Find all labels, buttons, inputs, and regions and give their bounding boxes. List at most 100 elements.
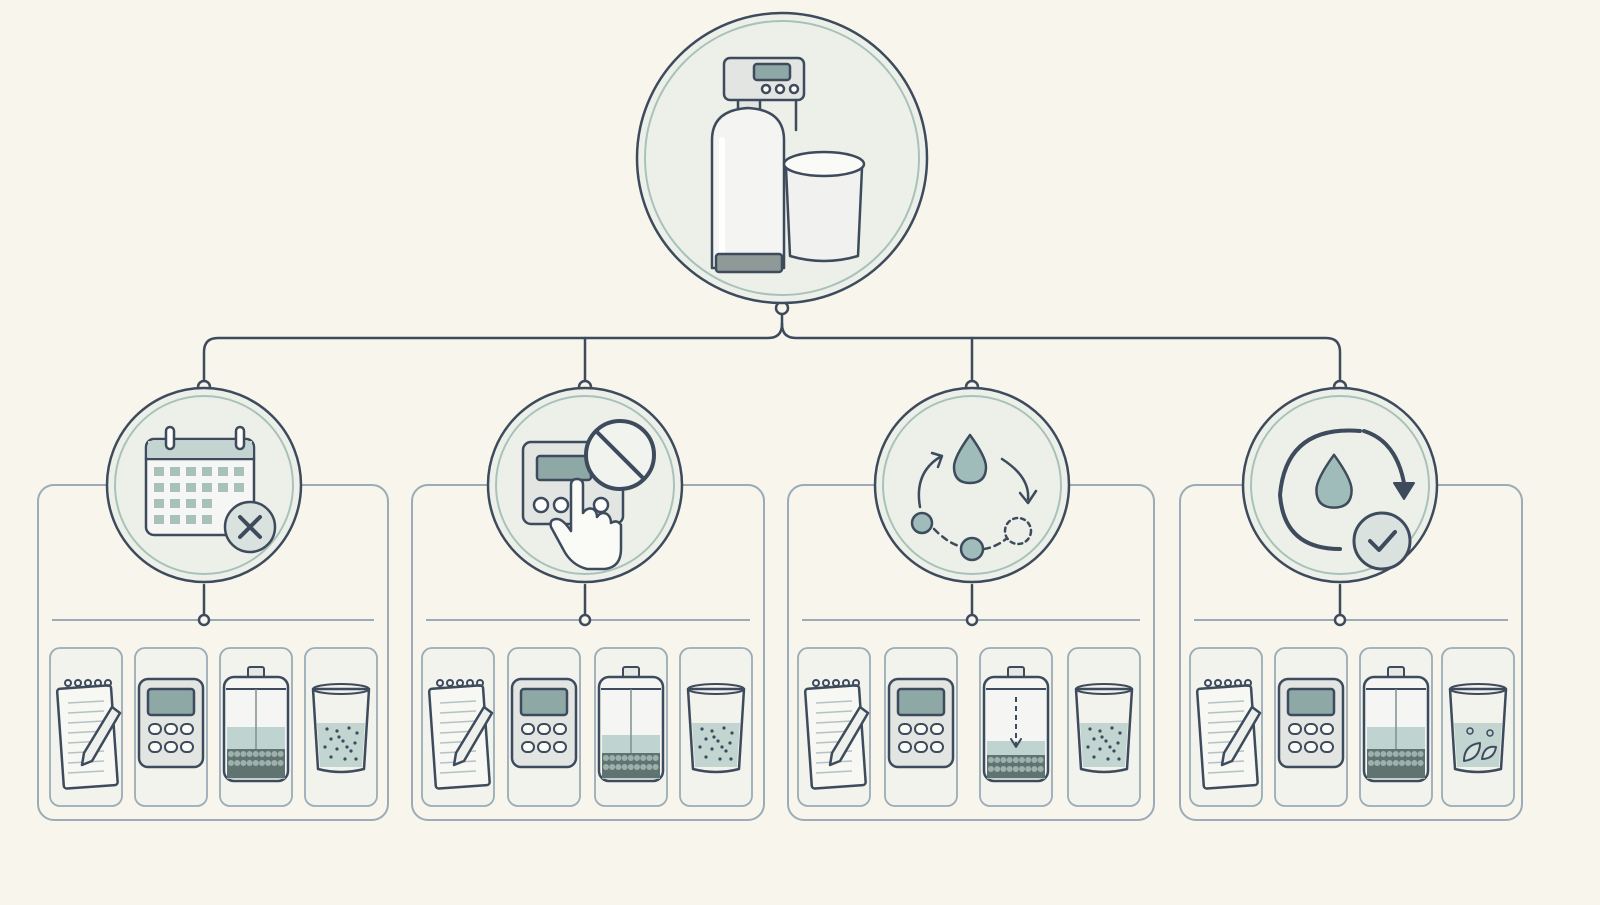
- particle: [718, 757, 722, 761]
- regeneration-cycle-icon: [910, 433, 1038, 562]
- notepad-line: [1207, 770, 1245, 774]
- resin-bead: [1037, 757, 1044, 763]
- spiral-ring: [1224, 679, 1232, 687]
- controller-button: [164, 723, 178, 735]
- branch-circle-manual-stop: [486, 386, 684, 584]
- particle: [1098, 729, 1102, 733]
- resin-bead: [609, 755, 616, 761]
- control-panel-icon: [137, 677, 205, 769]
- branch-circle-calendar: [105, 386, 303, 584]
- particle: [345, 745, 349, 749]
- resin-bead: [988, 766, 994, 772]
- card-resin-tank: [594, 647, 668, 807]
- resin-bead: [646, 755, 653, 761]
- card-row-manual-stop: [421, 647, 753, 807]
- controller-button: [148, 741, 162, 753]
- resin-bead: [271, 760, 278, 766]
- resin-bead: [1417, 751, 1424, 757]
- glass-outline: [1074, 687, 1134, 774]
- manual-override-prohibited-icon: [521, 419, 656, 571]
- particle: [1086, 745, 1090, 749]
- glass-rim: [312, 683, 370, 695]
- spiral-ring: [1204, 679, 1212, 687]
- control-knob: [774, 83, 786, 95]
- water-glass-icon: [686, 683, 746, 774]
- controller-button: [164, 741, 178, 753]
- particle: [349, 749, 353, 753]
- resin-bead: [1000, 766, 1007, 772]
- resin-bead: [1417, 760, 1424, 766]
- resin-bead: [627, 764, 634, 770]
- card-water-glass: [304, 647, 378, 807]
- controller-button: [1288, 723, 1302, 735]
- controller-button: [180, 741, 194, 753]
- particle: [1110, 726, 1114, 730]
- controller-button: [148, 723, 162, 735]
- particle: [354, 757, 358, 761]
- brine-lid: [782, 150, 866, 178]
- resin-bead: [1031, 757, 1038, 763]
- resin-bead: [1012, 757, 1019, 763]
- calendar-day: [154, 467, 164, 476]
- particle: [729, 757, 733, 761]
- calendar-day: [186, 515, 196, 524]
- particle: [1108, 745, 1112, 749]
- spiral-ring: [1234, 679, 1242, 687]
- resin-bead: [621, 755, 628, 761]
- resin-bead: [1380, 751, 1387, 757]
- resin-bead: [1000, 757, 1007, 763]
- spiral-ring: [64, 679, 72, 687]
- resin-bead: [640, 755, 647, 761]
- resin-bead: [1012, 766, 1019, 772]
- spiral-ring: [94, 679, 102, 687]
- particle: [730, 731, 734, 735]
- resin-bead: [1405, 751, 1412, 757]
- card-resin-tank: [1359, 647, 1433, 807]
- particle: [341, 739, 345, 743]
- particle: [1118, 731, 1122, 735]
- divider-node-dot: [578, 613, 592, 627]
- notepad-line: [1207, 710, 1245, 714]
- calendar-ring: [164, 425, 176, 451]
- resin-bead: [627, 755, 634, 761]
- card-control-panel: [507, 647, 581, 807]
- card-notepad-pencil: [797, 647, 871, 807]
- resin-bead: [277, 751, 284, 757]
- resin-bead: [228, 760, 234, 766]
- spiral-ring: [1244, 679, 1252, 687]
- notepad-page: [1195, 684, 1259, 790]
- branch-circle-refresh-verified: [1241, 386, 1439, 584]
- particle: [710, 729, 714, 733]
- controller-button: [537, 723, 551, 735]
- glass-rim: [1449, 683, 1507, 695]
- check-mark: [1368, 530, 1397, 552]
- check-badge: [1352, 511, 1412, 571]
- resin-bead: [246, 751, 253, 757]
- panel-button: [552, 496, 570, 514]
- glass-outline: [311, 687, 371, 774]
- particle: [1116, 741, 1120, 745]
- notepad-pencil-icon: [427, 679, 494, 790]
- notepad-line: [67, 770, 105, 774]
- calendar-day: [170, 483, 180, 492]
- calendar-day: [170, 467, 180, 476]
- pencil: [828, 705, 870, 767]
- spiral-ring: [476, 679, 484, 687]
- resin-bead: [277, 760, 284, 766]
- spiral-ring: [842, 679, 850, 687]
- particle: [353, 741, 357, 745]
- cycle-arc: [917, 455, 942, 509]
- controller-button: [553, 723, 567, 735]
- particle: [722, 726, 726, 730]
- calendar-body: [144, 437, 256, 537]
- particle: [720, 745, 724, 749]
- notepad-line: [439, 720, 477, 724]
- notepad-page: [803, 684, 867, 790]
- controller-button: [1288, 741, 1302, 753]
- resin-bead: [615, 755, 622, 761]
- resin-tank: [710, 106, 786, 270]
- notepad-line: [439, 770, 477, 774]
- resin-bead: [1411, 760, 1418, 766]
- flow-arrow: [1010, 738, 1022, 748]
